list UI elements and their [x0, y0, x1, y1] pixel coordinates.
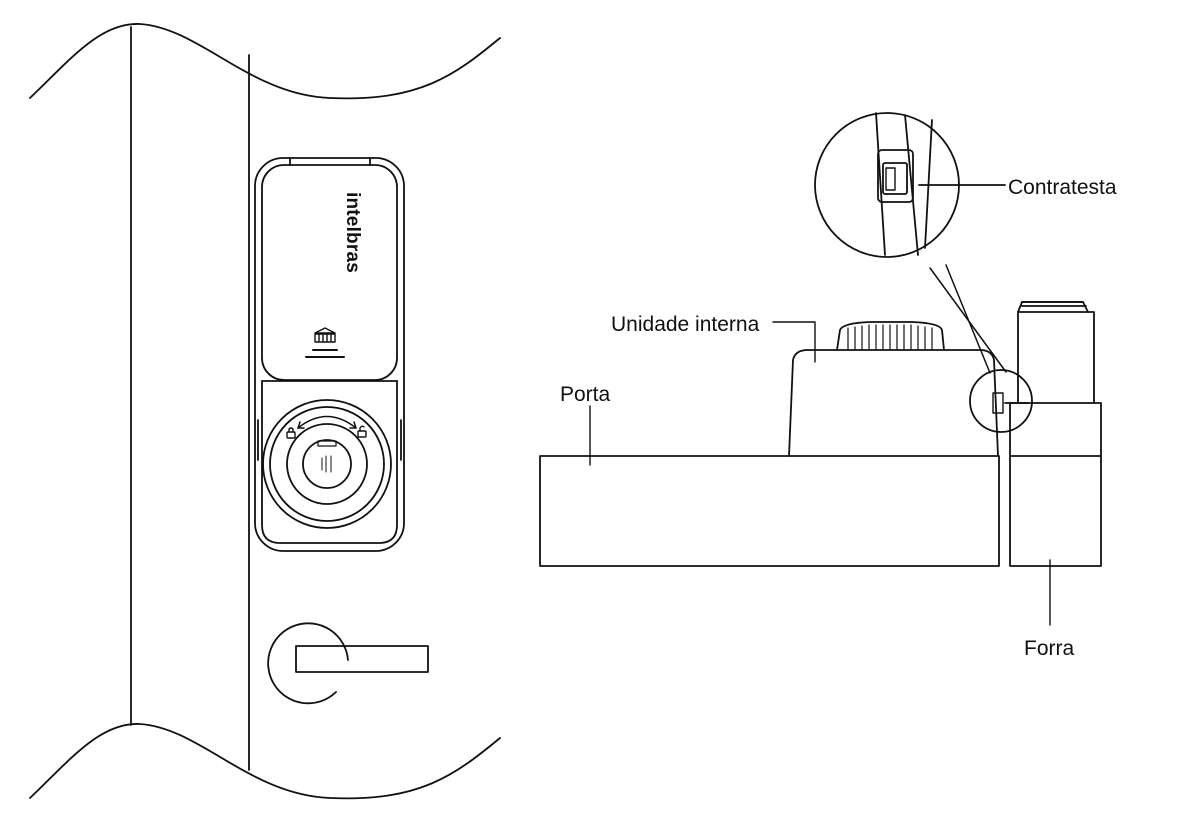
porta-block [539, 455, 1000, 567]
label-unidade-interna: Unidade interna [611, 313, 760, 336]
label-forra: Forra [1024, 637, 1075, 660]
door-top-break-line [29, 23, 501, 100]
zoom-line-right [929, 267, 1007, 373]
forra-block [1009, 455, 1102, 567]
brand-logo: intelbras [342, 192, 363, 273]
internal-unit [788, 349, 999, 457]
label-porta: Porta [552, 384, 619, 405]
contratesta-detail-zoom [814, 112, 1006, 258]
forra-upper-body [1009, 402, 1102, 457]
lock-inner-body [261, 164, 398, 381]
locked-icon [286, 427, 296, 439]
door-handle [267, 622, 429, 705]
bank-icon [305, 327, 345, 358]
unlocked-icon [357, 425, 367, 438]
lock-outer-body [254, 157, 405, 552]
unidade-interna-leader [772, 321, 816, 363]
handle-lever [295, 645, 429, 673]
detail-marker-circle [969, 369, 1033, 433]
side-knob [836, 321, 945, 351]
label-contratesta: Contratesta [1008, 176, 1117, 199]
door-bottom-break-line [29, 723, 501, 800]
door-front-view [29, 23, 501, 800]
rotation-arrow [297, 415, 357, 429]
lock-lower-panel [261, 380, 398, 544]
rotary-knob [262, 399, 392, 529]
door-side-view [539, 112, 1102, 626]
smart-lock-front [254, 157, 405, 552]
